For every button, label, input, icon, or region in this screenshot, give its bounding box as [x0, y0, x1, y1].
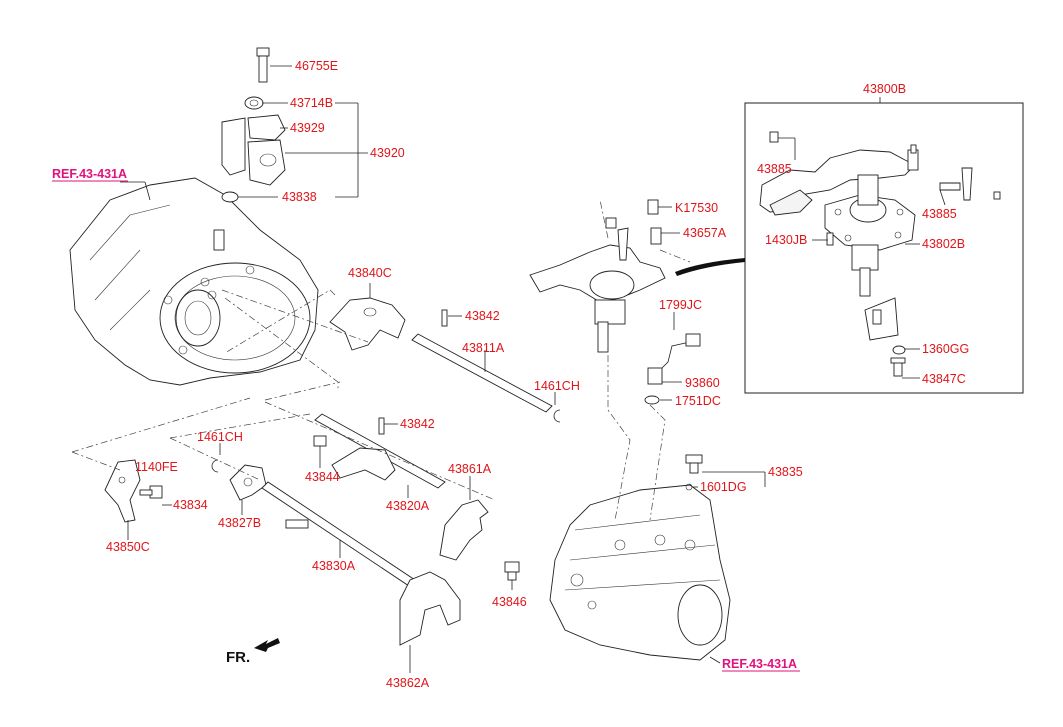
shift-column-assembly [529, 199, 701, 405]
label-43840C: 43840C [348, 266, 392, 280]
label-43862A: 43862A [386, 676, 430, 690]
label-43811A: 43811A [462, 341, 505, 355]
label-43885-left: 43885 [757, 162, 792, 176]
label-43714B: 43714B [290, 96, 333, 110]
label-43657A: 43657A [683, 226, 727, 240]
label-43920: 43920 [370, 146, 405, 160]
label-43834: 43834 [173, 498, 208, 512]
label-43844: 43844 [305, 470, 340, 484]
shift-lever-assembly [759, 131, 1001, 377]
label-1461CH-left: 1461CH [197, 430, 243, 444]
front-direction-arrow [254, 638, 280, 652]
label-43885-right: 43885 [922, 207, 957, 221]
label-1461CH-right: 1461CH [534, 379, 580, 393]
label-1430JB: 1430JB [765, 233, 807, 247]
label-43838: 43838 [282, 190, 317, 204]
label-43835: 43835 [768, 465, 803, 479]
top-shift-parts [221, 47, 286, 203]
label-43800B: 43800B [863, 82, 906, 96]
label-43820A: 43820A [386, 499, 430, 513]
label-43861A: 43861A [448, 462, 492, 476]
label-43847C: 43847C [922, 372, 966, 386]
label-43802B: 43802B [922, 237, 965, 251]
phantom-lines [71, 199, 691, 521]
label-1751DC: 1751DC [675, 394, 721, 408]
inset-box-43800B [744, 97, 1024, 394]
transmission-case-left [69, 177, 319, 386]
leader-lines [120, 65, 766, 673]
label-43842-lower: 43842 [400, 417, 435, 431]
inset-pointer-arrow [675, 258, 745, 276]
front-label: FR. [226, 649, 250, 666]
label-1601DG: 1601DG [700, 480, 747, 494]
label-K17530: K17530 [675, 201, 718, 215]
ref-label-bottom: REF.43-431A [722, 657, 797, 671]
label-93860: 93860 [685, 376, 720, 390]
label-43846: 43846 [492, 595, 527, 609]
ref-label-top: REF.43-431A [52, 167, 127, 181]
label-43842-upper: 43842 [465, 309, 500, 323]
label-43850C: 43850C [106, 540, 150, 554]
label-1360GG: 1360GG [922, 342, 969, 356]
inset-leaders [778, 137, 946, 379]
label-43830A: 43830A [312, 559, 356, 573]
transmission-case-right [504, 454, 731, 661]
label-43929: 43929 [290, 121, 325, 135]
label-46755E: 46755E [295, 59, 338, 73]
label-1799JC: 1799JC [659, 298, 702, 312]
label-43827B: 43827B [218, 516, 261, 530]
label-1140FE: 1140FE [135, 460, 178, 474]
